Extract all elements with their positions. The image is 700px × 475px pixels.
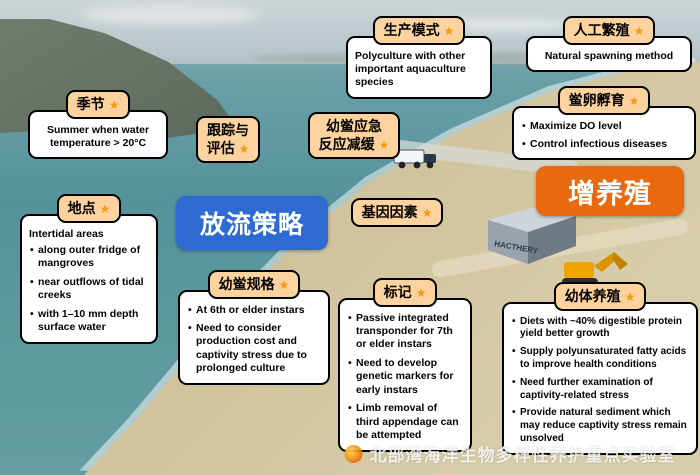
- node-tagging-header: 标记★: [372, 278, 438, 307]
- cloud: [80, 6, 260, 24]
- node-production-body: Polyculture with other important aquacul…: [346, 35, 492, 99]
- bullet: Control infectious diseases: [521, 138, 687, 152]
- bullet: Diets with ~40% digestible protein yield…: [511, 316, 689, 342]
- watermark: 北部湾海洋生物多样性养护重点实验室: [344, 441, 676, 466]
- node-size-header: 幼鲎规格★: [207, 270, 301, 299]
- watermark-logo-icon: [344, 444, 363, 463]
- bullet: Need to develop genetic markers for earl…: [347, 357, 463, 397]
- node-culture-body: Diets with ~40% digestible protein yield…: [502, 301, 698, 455]
- star-icon: ★: [633, 24, 645, 38]
- node-season-text: Summer when water temperature > 20°C: [46, 123, 150, 150]
- node-incubation-title: 鲎卵孵育: [568, 92, 625, 108]
- star-icon: ★: [421, 206, 433, 220]
- node-tagging-title: 标记: [383, 284, 412, 300]
- node-size-title: 幼鲎规格: [218, 276, 275, 292]
- node-emergency: 幼鲎应急 反应减缓★: [294, 112, 414, 159]
- node-tagging: 标记★ Passive integrated transponder for 7…: [338, 278, 472, 452]
- node-incubation: 鲎卵孵育★ Maximize DO level Control infectio…: [512, 86, 696, 161]
- star-icon: ★: [628, 94, 640, 108]
- node-culture-title: 幼体养殖: [564, 288, 621, 304]
- bullet: Limb removal of third appendage can be a…: [347, 402, 463, 442]
- star-icon: ★: [238, 142, 250, 157]
- bullet: Maximize DO level: [521, 120, 687, 134]
- star-icon: ★: [99, 202, 111, 216]
- star-icon: ★: [108, 98, 120, 112]
- node-size-body: At 6th or elder instars Need to consider…: [178, 289, 330, 385]
- watermark-text: 北部湾海洋生物多样性养护重点实验室: [369, 446, 676, 465]
- node-tracking: 跟踪与 评估★: [176, 116, 280, 163]
- bullet: Supply polyunsaturated fatty acids to im…: [511, 346, 689, 372]
- node-emergency-title: 幼鲎应急 反应减缓: [318, 118, 382, 153]
- node-size: 幼鲎规格★ At 6th or elder instars Need to co…: [178, 270, 330, 385]
- node-location-body: Intertidal areas along outer fridge of m…: [20, 213, 158, 344]
- node-production-title: 生产模式: [383, 22, 440, 38]
- bullet: Passive integrated transponder for 7th o…: [347, 312, 463, 352]
- node-location-intro: Intertidal areas: [29, 227, 104, 240]
- node-season: 季节★ Summer when water temperature > 20°C: [28, 90, 168, 160]
- node-culture-header: 幼体养殖★: [553, 282, 647, 311]
- star-icon: ★: [415, 286, 427, 300]
- node-breeding-header: 人工繁殖★: [562, 16, 656, 45]
- node-tagging-body: Passive integrated transponder for 7th o…: [338, 297, 472, 452]
- bullet: Provide natural sediment which may reduc…: [511, 407, 689, 445]
- star-icon: ★: [378, 138, 390, 153]
- node-culture: 幼体养殖★ Diets with ~40% digestible protein…: [502, 282, 698, 455]
- node-production: 生产模式★ Polyculture with other important a…: [346, 16, 492, 99]
- node-emergency-header: 幼鲎应急 反应减缓★: [307, 112, 401, 159]
- node-genetics: 基因因素★: [338, 198, 456, 227]
- node-location: 地点★ Intertidal areas along outer fridge …: [20, 194, 158, 344]
- bullet: Need further examination of captivity-re…: [511, 377, 689, 403]
- bullet: along outer fridge of mangroves: [29, 244, 149, 271]
- bullet: At 6th or elder instars: [187, 304, 321, 318]
- node-tracking-title: 跟踪与 评估: [206, 122, 249, 157]
- node-breeding: 人工繁殖★ Natural spawning method: [526, 16, 692, 73]
- node-tracking-header: 跟踪与 评估★: [195, 116, 261, 163]
- bullet: Need to consider production cost and cap…: [187, 322, 321, 376]
- enhancement-box: 增养殖: [536, 166, 684, 216]
- node-production-header: 生产模式★: [372, 16, 466, 45]
- bullet: near outflows of tidal creeks: [29, 276, 149, 303]
- star-icon: ★: [443, 24, 455, 38]
- node-incubation-header: 鲎卵孵育★: [557, 86, 651, 115]
- release-strategy-box: 放流策略: [176, 196, 328, 250]
- bullet: with 1–10 mm depth surface water: [29, 308, 149, 335]
- node-incubation-body: Maximize DO level Control infectious dis…: [512, 105, 696, 161]
- node-location-header: 地点★: [56, 194, 122, 223]
- node-season-title: 季节: [76, 96, 105, 112]
- node-genetics-header: 基因因素★: [350, 198, 444, 227]
- node-location-title: 地点: [67, 200, 96, 216]
- node-breeding-text: Natural spawning method: [544, 49, 674, 62]
- node-season-header: 季节★: [65, 90, 131, 119]
- node-breeding-title: 人工繁殖: [573, 22, 630, 38]
- star-icon: ★: [624, 290, 636, 304]
- star-icon: ★: [278, 278, 290, 292]
- node-genetics-title: 基因因素: [361, 204, 418, 220]
- node-production-text: Polyculture with other important aquacul…: [355, 49, 466, 89]
